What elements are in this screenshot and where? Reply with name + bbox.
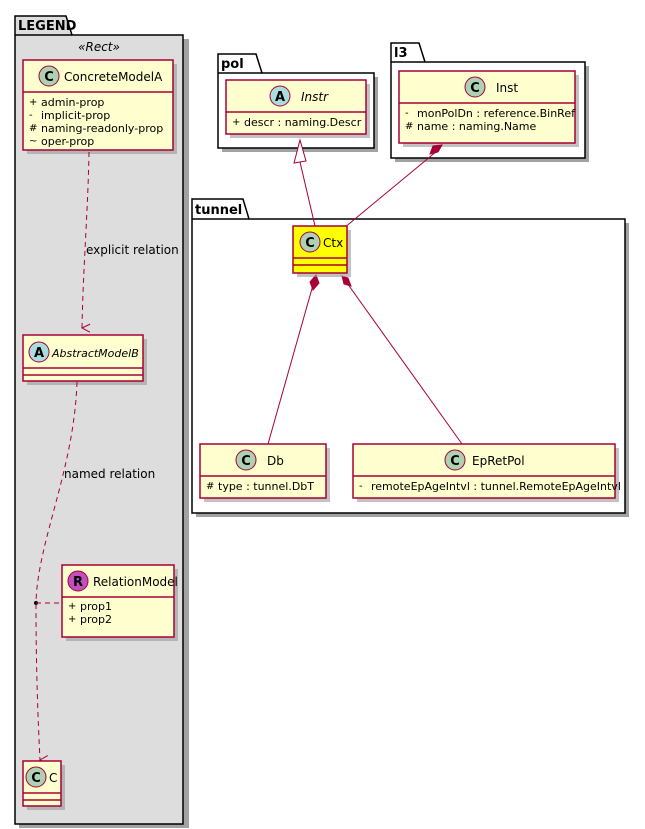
inheritance-arrow-icon	[293, 138, 307, 164]
class-name: Instr	[301, 90, 329, 104]
class-db[interactable]: C Db # type : tunnel.DbT	[199, 443, 330, 502]
svg-text:R: R	[73, 575, 83, 590]
visibility-private-icon: -	[359, 481, 363, 492]
class-c[interactable]: C C	[22, 760, 65, 810]
edge-label-named: named relation	[64, 467, 155, 481]
class-relation-model[interactable]: R RelationModel + prop1 + prop2	[61, 564, 178, 641]
package-pol-title: pol	[221, 57, 244, 72]
class-ctx[interactable]: C Ctx	[292, 225, 351, 277]
visibility-protected-icon: #	[29, 123, 37, 134]
edge-explicit-relation: explicit relation	[82, 151, 179, 328]
class-instr[interactable]: A Instr + descr : naming.Descr	[225, 79, 370, 138]
edge-inst-ctx-composition	[343, 144, 443, 229]
class-name: Db	[267, 454, 284, 468]
class-type-c-icon	[464, 76, 486, 98]
class-name: Ctx	[323, 236, 343, 250]
svg-text:C: C	[44, 70, 54, 85]
visibility-package-icon: ~	[29, 136, 37, 147]
svg-text:A: A	[34, 346, 44, 361]
edge-named-relation: named relation	[34, 381, 155, 760]
svg-text:A: A	[275, 90, 285, 105]
composition-diamond-icon	[341, 275, 352, 287]
package-l3-title: l3	[394, 46, 408, 61]
prop-mon-pol-dn: monPolDn : reference.BinRef	[417, 107, 576, 120]
class-abstract-model-b[interactable]: A AbstractModelB	[22, 334, 147, 385]
visibility-public-icon: +	[68, 601, 76, 612]
legend-stereotype: «Rect»	[78, 40, 120, 54]
prop-name: name : naming.Name	[417, 120, 537, 133]
edge-instr-generalization	[293, 138, 316, 227]
visibility-protected-icon: #	[405, 121, 413, 132]
edge-ctx-db-composition	[267, 274, 320, 445]
class-name: ConcreteModelA	[64, 70, 163, 84]
class-type-c-icon	[25, 766, 47, 788]
class-name: C	[49, 771, 57, 785]
visibility-public-icon: +	[232, 117, 240, 128]
prop-implicit: implicit-prop	[41, 109, 110, 122]
visibility-public-icon: +	[68, 614, 76, 625]
visibility-private-icon: -	[405, 108, 409, 119]
svg-text:C: C	[450, 454, 460, 469]
class-type-c-icon	[444, 449, 466, 471]
prop-prop1: prop1	[80, 600, 112, 613]
svg-text:C: C	[31, 771, 41, 786]
prop-naming-readonly: naming-readonly-prop	[41, 122, 163, 135]
prop-admin: admin-prop	[41, 96, 104, 109]
class-name: AbstractModelB	[51, 347, 139, 360]
svg-text:C: C	[241, 454, 251, 469]
composition-diamond-icon	[429, 144, 443, 155]
relation-type-r-icon	[67, 570, 89, 592]
prop-descr: descr : naming.Descr	[244, 116, 362, 129]
package-tunnel-title: tunnel	[195, 203, 242, 218]
class-name: RelationModel	[93, 575, 178, 589]
class-type-c-icon	[235, 449, 257, 471]
class-type-c-icon	[38, 65, 60, 87]
edge-label-explicit: explicit relation	[86, 243, 179, 257]
prop-type: type : tunnel.DbT	[218, 480, 314, 493]
abstract-type-a-icon	[269, 85, 291, 107]
prop-prop2: prop2	[80, 613, 112, 626]
abstract-type-a-icon	[28, 341, 50, 363]
visibility-protected-icon: #	[206, 481, 214, 492]
legend-package-title: LEGEND	[18, 19, 77, 34]
class-name: EpRetPol	[472, 454, 525, 468]
svg-text:C: C	[470, 81, 480, 96]
class-concrete-model-a[interactable]: C ConcreteModelA + admin-prop - implicit…	[22, 59, 177, 154]
visibility-private-icon: -	[29, 110, 33, 121]
class-epretpol[interactable]: C EpRetPol - remoteEpAgeIntvl : tunnel.R…	[352, 443, 621, 502]
composition-diamond-icon	[309, 274, 320, 291]
class-type-c-icon	[299, 231, 321, 253]
class-name: Inst	[496, 81, 518, 95]
prop-remote-ep-age-intvl: remoteEpAgeIntvl : tunnel.RemoteEpAgeInt…	[371, 480, 621, 493]
edge-ctx-epretpol-composition	[341, 275, 463, 445]
svg-text:C: C	[305, 236, 315, 251]
class-inst[interactable]: C Inst - monPolDn : reference.BinRef # n…	[398, 70, 579, 147]
prop-oper: oper-prop	[41, 135, 94, 148]
visibility-public-icon: +	[29, 97, 37, 108]
